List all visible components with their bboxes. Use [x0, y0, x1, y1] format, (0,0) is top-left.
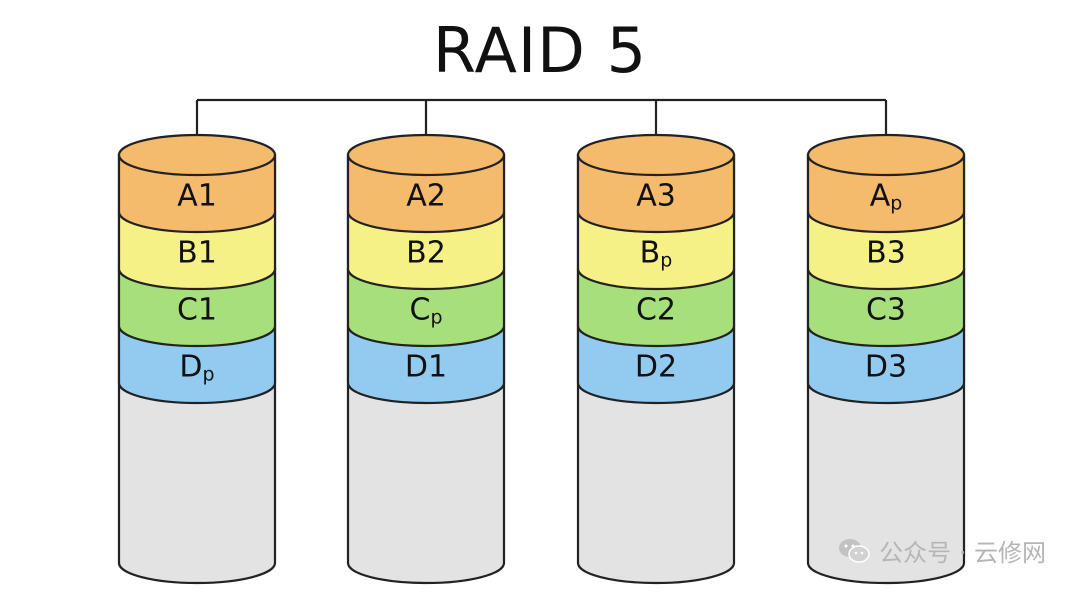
block-d1 [346, 324, 506, 405]
block-label: C3 [866, 293, 906, 328]
block-label: Dp [179, 350, 214, 386]
block-label: Bp [640, 236, 673, 272]
disk-top [806, 133, 966, 177]
block-label: B3 [866, 236, 906, 271]
block-label: A3 [636, 179, 676, 214]
block-label: C2 [636, 293, 676, 328]
connector-bus [195, 98, 888, 155]
block-c2 [576, 267, 736, 348]
disk-top [346, 133, 506, 177]
block-d2 [576, 324, 736, 405]
watermark-text: 公众号 · 云修网 [879, 539, 1046, 567]
block-label: B2 [406, 236, 446, 271]
block-ap [806, 153, 966, 234]
wechat-icon [839, 538, 870, 563]
disk-top [117, 133, 277, 177]
disk-top [576, 133, 736, 177]
block-label: Cp [409, 293, 442, 329]
block-b3 [806, 210, 966, 291]
block-label: D2 [635, 350, 677, 385]
block-cp [346, 267, 506, 348]
block-b2 [346, 210, 506, 291]
block-a3 [576, 153, 736, 234]
block-c1 [117, 267, 277, 348]
block-label: D1 [405, 350, 447, 385]
block-d3 [806, 324, 966, 405]
block-dp [117, 324, 277, 405]
block-label: C1 [177, 293, 217, 328]
block-b1 [117, 210, 277, 291]
block-label: A1 [177, 179, 217, 214]
block-label: D3 [865, 350, 907, 385]
diagram-title: RAID 5 [432, 14, 648, 87]
block-label: Ap [870, 179, 903, 215]
watermark: 公众号 · 云修网 [837, 533, 1046, 568]
block-label: A2 [406, 179, 446, 214]
block-c3 [806, 267, 966, 348]
block-bp [576, 210, 736, 291]
block-label: B1 [177, 236, 217, 271]
block-a2 [346, 153, 506, 234]
block-a1 [117, 153, 277, 234]
